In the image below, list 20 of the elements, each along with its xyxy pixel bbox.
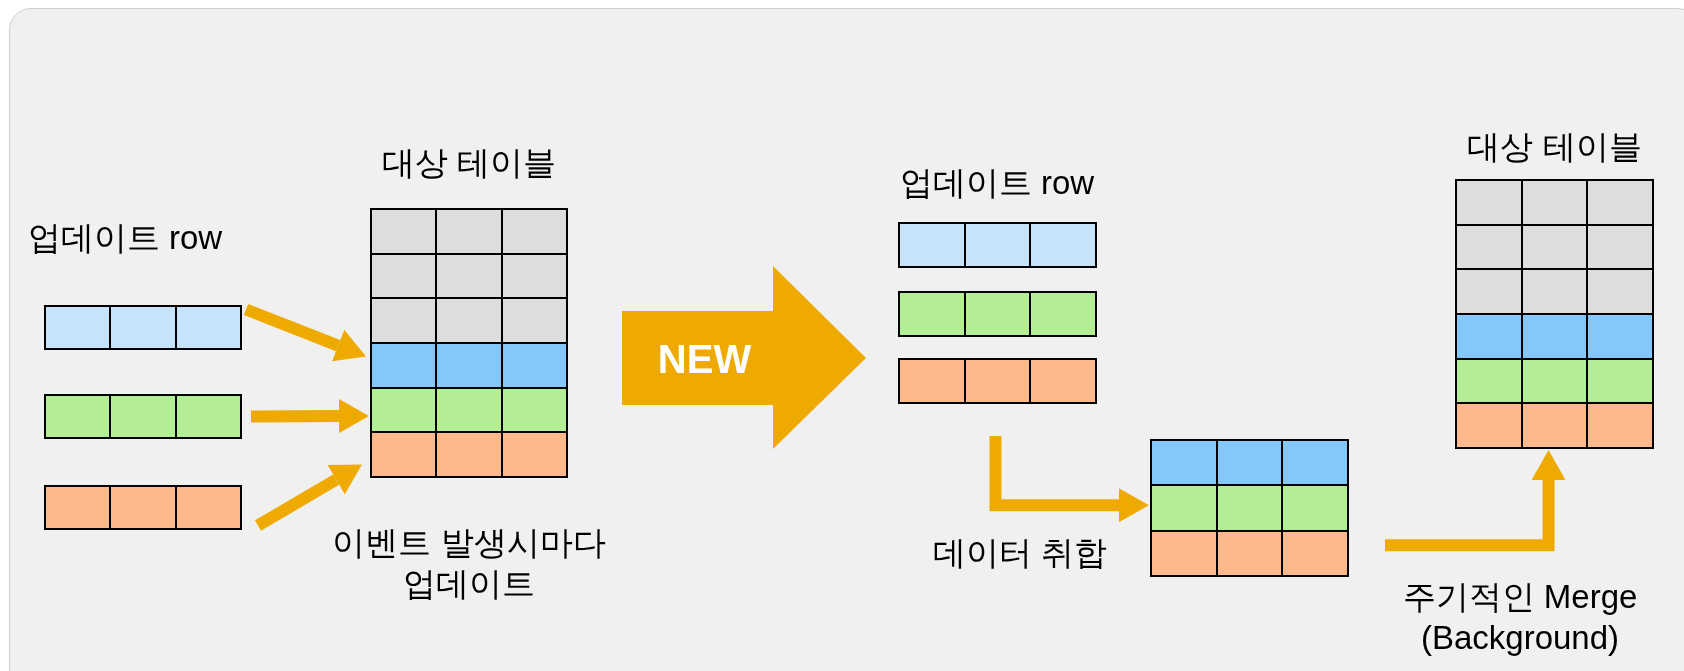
table-row-drawing	[44, 305, 242, 350]
caption-text: 업데이트 row	[898, 163, 1096, 203]
table-row-drawing	[898, 222, 1097, 268]
edge-label: 주기적인 Merge (Background)	[1401, 577, 1639, 659]
arrow	[254, 464, 362, 531]
table-drawing	[1150, 439, 1349, 577]
table-row-drawing	[898, 291, 1097, 337]
table-row-drawing	[44, 485, 242, 530]
arrow	[250, 399, 369, 434]
caption-text: 이벤트 발생시마다 업데이트	[331, 523, 607, 605]
arrow	[989, 436, 1149, 523]
table-title: 대상 테이블	[1467, 127, 1642, 167]
caption-text: 업데이트 row	[26, 218, 224, 258]
table-title: 대상 테이블	[381, 143, 557, 183]
arrow-text: NEW	[656, 336, 753, 383]
arrow	[1385, 450, 1566, 552]
table-row-drawing	[44, 394, 242, 439]
table-row-drawing	[898, 358, 1097, 404]
edge-label: 데이터 취합	[931, 533, 1109, 573]
arrow	[243, 303, 366, 362]
